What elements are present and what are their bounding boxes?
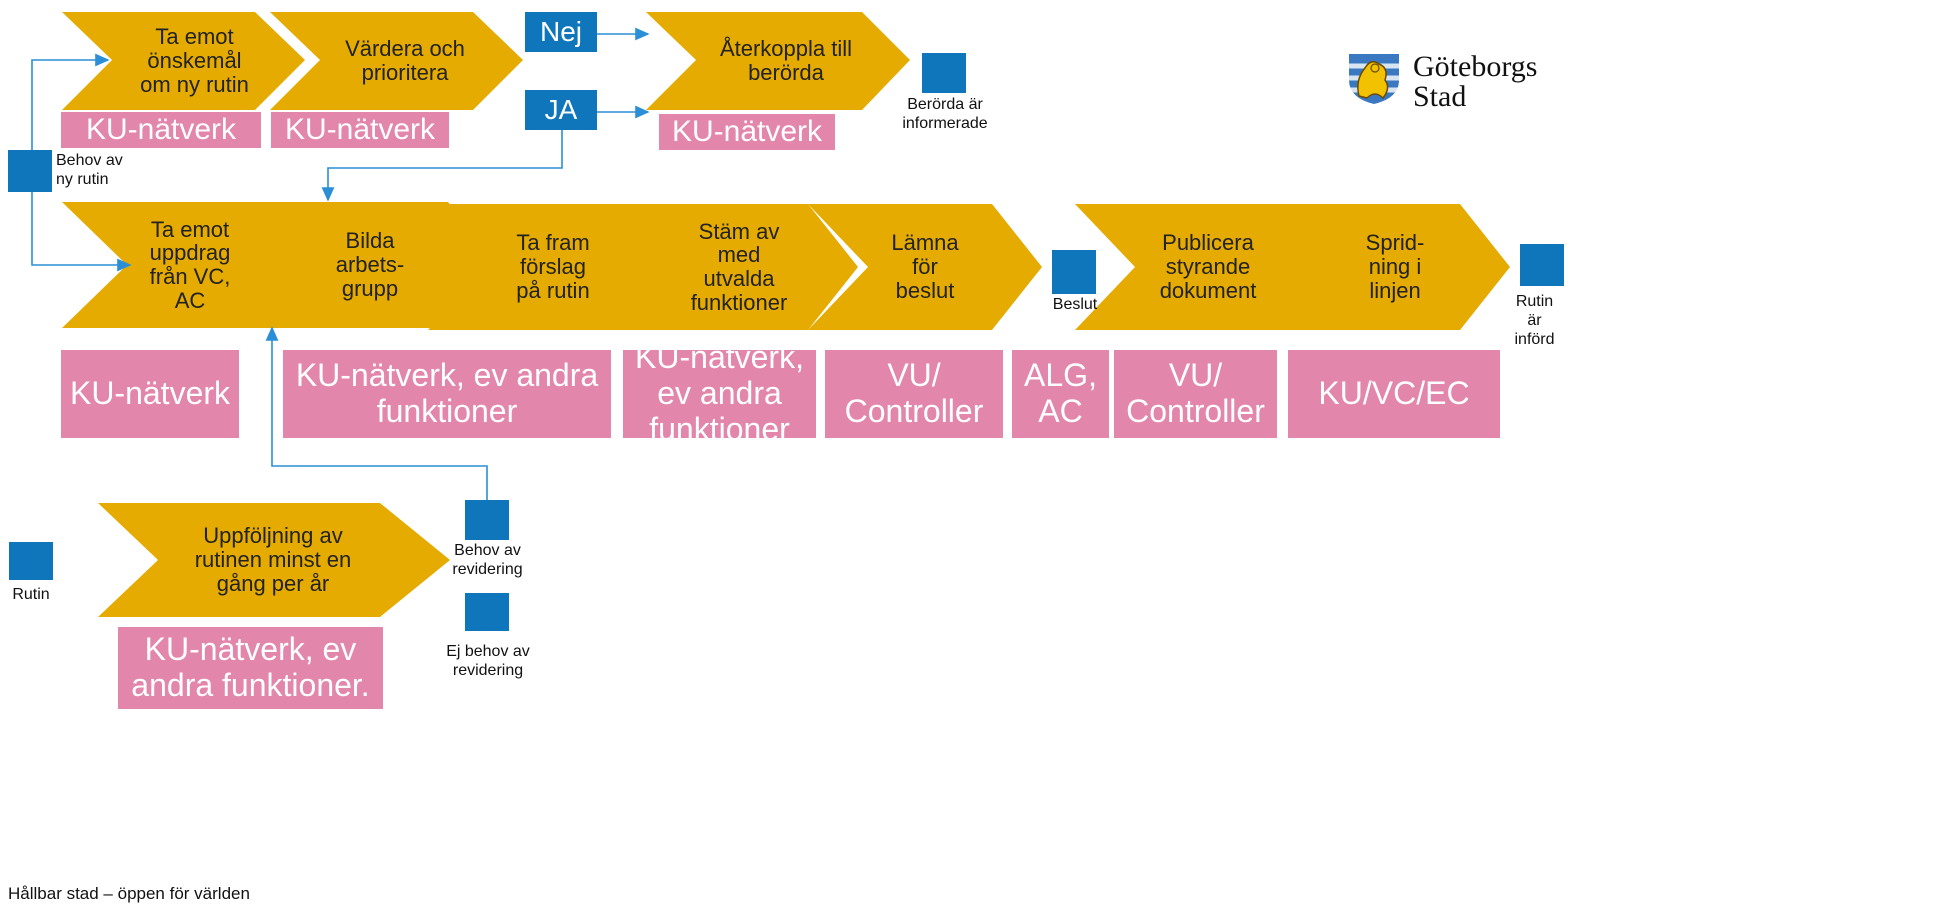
label-routine: Rutin [12,586,50,603]
role-receive-assignment: KU-nätverk [61,350,239,438]
goteborg-lion-crest-icon [1349,54,1399,104]
connector-revision-to-workgroup [265,326,488,500]
role-spread: KU/VC/EC [1288,350,1500,438]
step-label-publish: Publicera styrande dokument [1159,230,1257,303]
marker-informed [922,53,966,93]
role-receive-request: KU-nätverk [61,112,261,148]
step-label-spread: Sprid- ning i linjen [1365,230,1425,303]
marker-revision-needed [465,500,509,540]
marker-decision [1052,250,1096,294]
role-consult: KU-nätverk, ev andra funktioner [623,339,816,447]
step-chevron-submit-decision [808,204,1042,330]
step-label-consult: Stäm av med utvalda funktioner [690,218,788,315]
step-chevron-spread [1275,204,1510,330]
connector-yes-to-workgroup [321,130,563,202]
label-routine-introduced: Rutin är införd [1514,293,1555,348]
connector-start-to-request [31,53,110,150]
label-informed: Berörda är informerade [902,96,988,132]
logo-text: Göteborgs Stad [1413,50,1538,113]
step-chevron-receive-request [62,12,305,110]
role-submit-decision: VU/ Controller [825,350,1003,438]
step-chevron-form-workgroup [246,202,498,328]
step-chevron-evaluate [270,12,523,110]
role-publish: VU/ Controller [1114,350,1277,438]
label-decision: Beslut [1052,296,1098,313]
step-label-evaluate: Värdera och prioritera [345,36,465,85]
role-workgroup: KU-nätverk, ev andra funktioner [283,350,611,438]
marker-need-new-routine [8,150,52,192]
decision-yes: JA [525,90,597,130]
step-label-submit-decision: Lämna för beslut [891,230,959,303]
role-followup: KU-nätverk, ev andra funktioner. [118,627,383,709]
marker-routine [9,542,53,580]
step-label-receive-request: Ta emot önskemål om ny rutin [140,24,249,97]
step-label-feedback: Återkoppla till berörda [719,36,853,85]
marker-no-revision [465,593,509,631]
step-chevron-followup [98,503,450,617]
step-chevron-receive-assignment [62,202,316,328]
connector-start-to-assignment [31,192,132,272]
step-label-followup: Uppföljning av rutinen minst en gång per… [194,523,352,596]
step-chevron-feedback [646,12,910,110]
role-evaluate: KU-nätverk [271,112,449,148]
label-need-new-routine: Behov av ny rutin [56,152,123,188]
step-chevron-consult [614,204,858,330]
step-label-form-workgroup: Bilda arbets- grupp [335,228,405,301]
role-decision: ALG, AC [1012,350,1109,438]
step-chevron-draft-routine [428,204,680,330]
role-feedback: KU-nätverk [659,114,835,150]
step-label-draft-routine: Ta fram förslag på rutin [516,230,590,303]
marker-routine-introduced [1520,244,1564,286]
step-chevron-publish [1075,204,1338,330]
label-revision-needed: Behov av revidering [452,542,523,578]
logo: Göteborgs Stad [1345,50,1537,112]
label-no-revision: Ej behov av revidering [446,643,530,679]
footer-tagline: Hållbar stad – öppen för världen [8,884,250,903]
step-label-receive-assignment: Ta emot uppdrag från VC, AC [149,216,231,313]
decision-no: Nej [525,12,597,52]
